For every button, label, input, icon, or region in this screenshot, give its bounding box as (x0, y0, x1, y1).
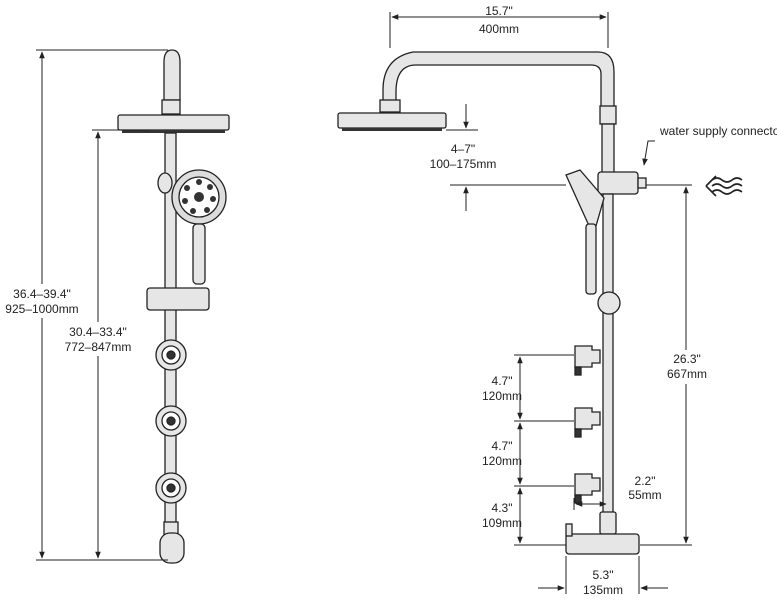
dim-arm-width-mm: 400mm (479, 22, 519, 36)
side-handshower (565, 169, 605, 229)
side-arm-collar (379, 99, 401, 113)
side-dimensions (389, 12, 692, 594)
dim-rail-height-mm: 772–847mm (65, 340, 132, 354)
side-body-jet-1 (574, 345, 601, 376)
supply-leader (642, 140, 655, 166)
side-rain-head (337, 112, 447, 129)
dim-inlet-height-mm: 667mm (667, 367, 707, 381)
side-rain-head-nozzles (342, 128, 442, 131)
front-slider-bracket (146, 287, 210, 311)
side-handshower-handle (585, 223, 597, 295)
side-valve-neck (599, 511, 617, 535)
dim-total-height-in: 36.4–39.4" (13, 287, 71, 301)
water-inflow-icon (705, 175, 743, 197)
dim-head-drop-in: 4–7" (451, 142, 475, 156)
front-rain-head (117, 114, 230, 131)
water-supply-connector-label: water supply connector (659, 124, 777, 138)
dim-jet-spacing-1-mm: 120mm (482, 389, 522, 403)
dim-valve-width-in: 5.3" (593, 568, 614, 582)
side-upper-pole (601, 123, 615, 175)
front-holder-ring (157, 172, 173, 194)
dim-jet-depth-mm: 55mm (628, 488, 661, 502)
front-body-jet-1 (155, 339, 187, 371)
dim-arm-width-in: 15.7" (485, 4, 513, 18)
dim-jet-spacing-1-in: 4.7" (492, 374, 513, 388)
side-view (337, 51, 647, 555)
front-view (117, 49, 230, 564)
front-valve-body (159, 532, 185, 564)
front-body-jet-2 (155, 405, 187, 437)
dim-jet-depth-in: 2.2" (635, 474, 656, 488)
front-rain-head-nozzles (122, 130, 225, 133)
side-pole-collar (599, 105, 617, 125)
front-handshower-handle (192, 223, 206, 285)
dim-jet-bottom-mm: 109mm (482, 516, 522, 530)
dim-total-height-mm: 925–1000mm (5, 302, 78, 316)
dim-jet-spacing-2-in: 4.7" (492, 439, 513, 453)
dim-jet-bottom-in: 4.3" (492, 501, 513, 515)
dim-jet-spacing-2-mm: 120mm (482, 454, 522, 468)
side-main-pole (602, 193, 614, 525)
dim-rail-height-in: 30.4–33.4" (69, 325, 127, 339)
side-inlet-connector (597, 171, 639, 195)
dim-inlet-height-in: 26.3" (673, 352, 701, 366)
side-body-jet-3 (574, 473, 601, 504)
front-handshower-pattern (182, 179, 216, 214)
side-slider-knob (597, 291, 621, 315)
side-shower-arm (382, 51, 615, 109)
front-body-jet-3 (155, 472, 187, 504)
front-riser-top (163, 49, 181, 101)
side-valve-knob (565, 523, 573, 537)
side-body-jet-2 (574, 407, 601, 438)
front-riser-collar (161, 99, 181, 115)
dim-head-drop-mm: 100–175mm (430, 157, 497, 171)
side-valve-body (565, 533, 640, 555)
dim-valve-width-mm: 135mm (583, 583, 623, 597)
